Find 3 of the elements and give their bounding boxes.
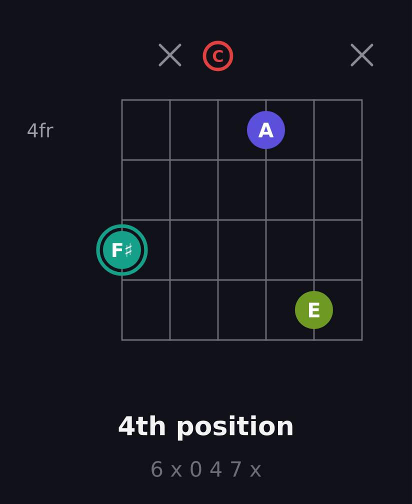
caption: 4th position [118,415,292,441]
fret-label: 4fr [28,122,54,138]
fingering-text: 6 x 0 4 7 x [152,461,262,477]
